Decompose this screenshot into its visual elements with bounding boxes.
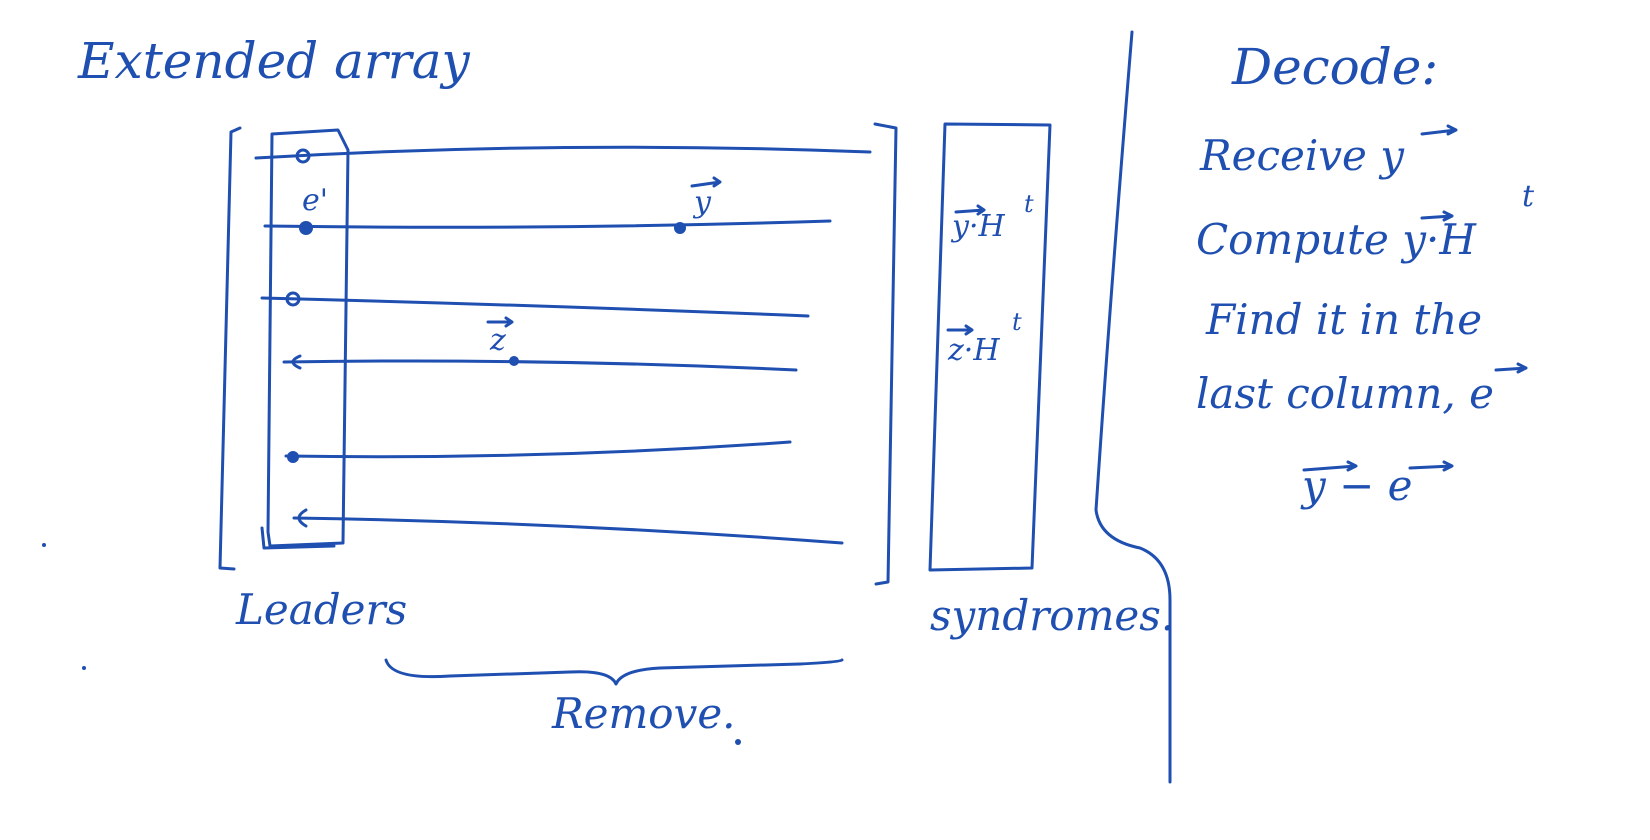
section-divider	[1094, 30, 1172, 784]
remove-brace	[384, 658, 844, 686]
leaders-column-box	[266, 128, 350, 548]
leader-dot-4	[291, 354, 302, 370]
decode-line-4: last column, e	[1196, 369, 1494, 418]
decode-e-arrow	[1494, 362, 1528, 374]
decode-y-arrow-1	[1420, 124, 1458, 136]
yH-arrow	[954, 204, 986, 216]
matrix-left-bracket	[218, 126, 242, 571]
syndromes-column-box	[928, 122, 1052, 572]
z-arrow	[486, 316, 514, 328]
stray-dot-3	[735, 739, 741, 745]
z-label: z	[489, 323, 506, 358]
leader-markers	[285, 148, 313, 528]
stray-dot-1	[42, 543, 46, 547]
e-prime-label: e'	[302, 183, 328, 218]
yH-label: y·H	[950, 209, 1005, 244]
decode-line-3: Find it in the	[1205, 295, 1482, 344]
z-point	[509, 356, 519, 366]
remove-label: Remove.	[551, 689, 736, 738]
row-line-4	[282, 359, 798, 372]
decode-line-1: Receive y	[1199, 131, 1405, 180]
matrix-right-bracket	[873, 122, 898, 586]
row-lines	[254, 145, 872, 545]
row-line-5	[284, 440, 792, 459]
zH-label: z·H	[947, 333, 1000, 368]
zH-sup: t	[1012, 308, 1022, 336]
decode-y-arrow-3	[1302, 460, 1358, 472]
syndromes-label: syndromes.	[930, 591, 1174, 640]
decode-sup-t: t	[1522, 179, 1535, 214]
leader-dot-3	[285, 291, 301, 307]
row-line-3	[260, 296, 810, 318]
decode-y-arrow-2	[1420, 210, 1454, 222]
stray-dot-2	[82, 666, 86, 670]
leader-dot-1	[295, 148, 311, 164]
title: Extended array	[77, 32, 471, 90]
leader-dot-2	[299, 221, 313, 235]
leader-dot-5	[287, 451, 299, 463]
row-line-1	[254, 145, 872, 160]
decode-line-2: Compute y·H	[1196, 215, 1477, 264]
decode-e-arrow-2	[1408, 460, 1454, 472]
zH-arrow	[946, 324, 974, 336]
y-point	[674, 222, 686, 234]
y-arrow	[690, 176, 722, 188]
row-line-2	[263, 219, 832, 229]
row-line-6	[292, 516, 844, 545]
leader-dot-6	[297, 508, 308, 528]
decode-heading: Decode:	[1231, 38, 1438, 96]
leaders-box-tick	[260, 526, 336, 550]
yH-sup: t	[1024, 190, 1034, 218]
y-label: y	[692, 185, 712, 220]
leaders-label: Leaders	[235, 585, 407, 634]
